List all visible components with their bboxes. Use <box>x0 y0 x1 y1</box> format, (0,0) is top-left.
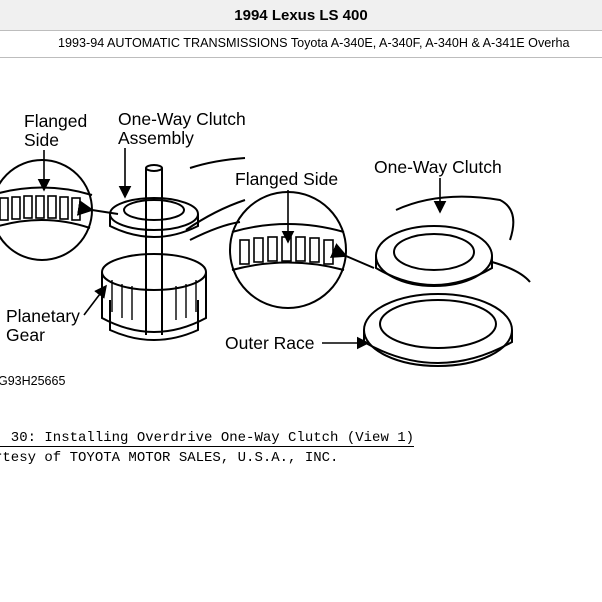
document-subtitle-text: 1993-94 AUTOMATIC TRANSMISSIONS Toyota A… <box>58 36 570 50</box>
clutch-illustration: Flanged Side One-Way Clutch Assembly Fla… <box>0 109 531 388</box>
document-subtitle: 1993-94 AUTOMATIC TRANSMISSIONS Toyota A… <box>0 31 602 58</box>
label-flanged-1: Flanged <box>24 111 87 131</box>
label-planetary-1: Planetary <box>6 306 80 326</box>
document-title: 1994 Lexus LS 400 <box>0 0 602 31</box>
figure-caption-courtesy: rtesy of TOYOTA MOTOR SALES, U.S.A., INC… <box>0 450 339 466</box>
label-planetary-2: Gear <box>6 325 45 345</box>
label-flanged-2: Side <box>24 130 59 150</box>
label-clutch-assembly-1: One-Way Clutch <box>118 109 246 129</box>
label-one-way-clutch: One-Way Clutch <box>374 157 502 177</box>
label-flanged-side-right: Flanged Side <box>235 169 338 189</box>
planetary-assembly <box>101 157 246 341</box>
label-outer-race: Outer Race <box>225 333 314 353</box>
left-detail-circle <box>0 159 93 261</box>
figure-caption-title: . 30: Installing Overdrive One-Way Clutc… <box>0 430 415 447</box>
figure-code: G93H25665 <box>0 374 65 388</box>
label-clutch-assembly-2: Assembly <box>118 128 194 148</box>
outer-race-assembly <box>363 195 531 367</box>
